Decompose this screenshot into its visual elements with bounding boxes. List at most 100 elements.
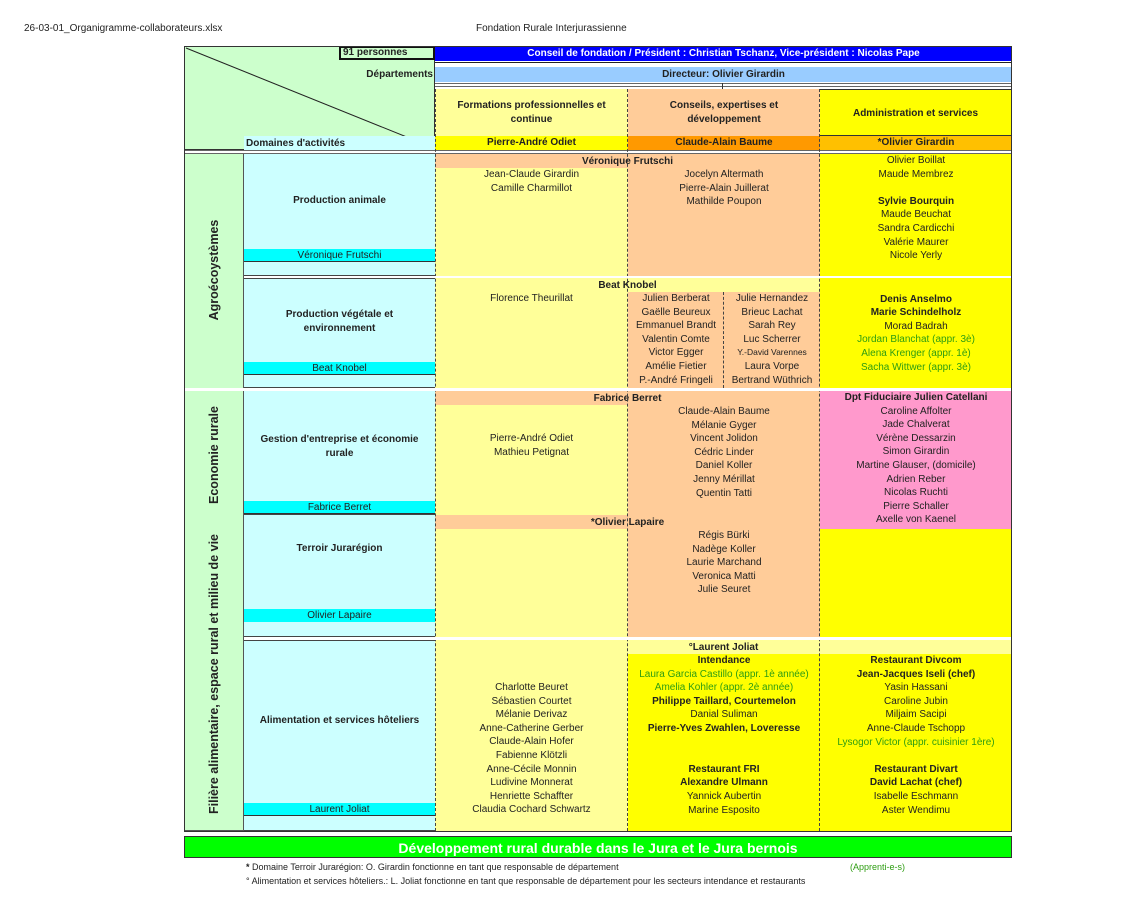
column-divider (435, 89, 436, 831)
conseils-list: Claude-Alain Baume Mélanie Gyger Vincent… (628, 405, 820, 500)
admin-list: Olivier Boillat Maude Membrez Sylvie Bou… (820, 154, 1012, 263)
dept-formation-head: Pierre-André Odiet (435, 136, 628, 150)
conseils-list: Jocelyn Altermath Pierre-Alain Juillerat… (628, 168, 820, 209)
dept-admin-head: *Olivier Girardin (820, 136, 1012, 150)
person: Fabienne Klötzli (495, 749, 568, 761)
domain-name: Gestion d'entreprise et économie rurale (260, 434, 419, 459)
person: Valentin Comte (642, 333, 710, 345)
separator (435, 83, 1012, 87)
person: Olivier Boillat (886, 155, 946, 166)
domain-name: Production animale (293, 195, 386, 206)
person: Régis Bürki (698, 530, 750, 541)
column-divider (819, 89, 820, 831)
person: Sarah Rey (748, 320, 796, 332)
file-name: 26-03-01_Organigramme-collaborateurs.xls… (24, 23, 223, 34)
person: Jenny Mérillat (693, 473, 755, 485)
person: Caroline Affolter (880, 405, 952, 417)
apprentice: Alena Krenger (appr. 1è) (861, 347, 971, 359)
apprentice: Jordan Blanchat (appr. 3è) (857, 334, 975, 346)
people-count: 91 personnes (339, 46, 435, 60)
footer-banner: Développement rural durable dans le Jura… (184, 836, 1012, 858)
cell-bg (628, 391, 820, 515)
apprentice: Lysogor Victor (appr. cuisinier 1ère) (837, 736, 995, 748)
person: Claude-Alain Baume (678, 406, 770, 417)
person: David Lachat (chef) (869, 777, 963, 789)
domain-lead: Fabrice Berret (244, 501, 435, 514)
formation-list: Pierre-André Odiet Mathieu Petignat (435, 432, 628, 459)
person: Martine Glauser, (domicile) (856, 459, 976, 471)
column-divider (723, 292, 724, 388)
conseils-list-left: Julien Berberat Gaëlle Beureux Emmanuel … (628, 292, 724, 387)
cell-bg (435, 154, 628, 276)
apprentices-legend: (Apprenti-e-s) (850, 862, 906, 872)
person: Claudia Cochard Schwartz (472, 804, 591, 816)
axis-economie-filiere (184, 391, 244, 831)
person: Camille Charmillot (490, 182, 573, 194)
admin-fiduciaire-list: Dpt Fiduciaire Julien Catellani Caroline… (820, 391, 1012, 527)
council-bar: Conseil de fondation / Président : Chris… (435, 46, 1012, 61)
person: Charlotte Beuret (495, 682, 568, 693)
column-divider (627, 89, 628, 831)
person: Pierre Schaller (883, 500, 949, 512)
domain-lead: Laurent Joliat (244, 803, 435, 816)
axis-label: Agroécoystèmes (207, 219, 221, 321)
conseils-list: Régis Bürki Nadège Koller Laurie Marchan… (628, 529, 820, 597)
person: Jean-Jacques Iseli (chef) (856, 668, 976, 680)
person: Mélanie Gyger (691, 419, 757, 431)
cell-bg (820, 529, 1012, 637)
person: Danial Suliman (690, 709, 758, 721)
person (820, 749, 1012, 763)
person: Bertrand Wüthrich (731, 374, 813, 386)
cell-bg (435, 391, 628, 515)
person (628, 749, 820, 763)
person: Victor Egger (648, 347, 704, 359)
dept-admin-header: Administration et services (820, 89, 1012, 136)
person: Mathieu Petignat (493, 446, 570, 458)
domains-label: Domaines d'activités (246, 138, 346, 149)
person: Daniel Koller (695, 460, 753, 472)
domain-lead: Véronique Frutschi (244, 249, 435, 262)
organization-name: Fondation Rurale Interjurassienne (476, 23, 627, 34)
person: Mathilde Poupon (686, 196, 762, 208)
person: Philippe Taillard, Courtemelon (652, 695, 796, 707)
cell-bg (628, 515, 820, 637)
banner-bg (435, 640, 1012, 654)
admin-list: Denis Anselmo Marie Schindelholz Morad B… (820, 279, 1012, 374)
person: Emmanuel Brandt (635, 320, 717, 332)
section-title: Restaurant Divart (874, 763, 958, 775)
domain-name: Production végétale et environnement (285, 309, 394, 334)
person: Vincent Jolidon (690, 433, 758, 445)
person: Y.-David Varennes (737, 347, 807, 358)
person: Laurie Marchand (686, 557, 762, 569)
person: Claude-Alain Hofer (489, 736, 574, 748)
person: Gaëlle Beureux (641, 306, 711, 318)
person: Caroline Jubin (884, 695, 948, 707)
section-title: Restaurant FRI (688, 763, 760, 775)
cell-bg (820, 154, 1012, 276)
person: Sébastien Courtet (491, 695, 572, 707)
cell-bg (435, 515, 628, 637)
person: Adrien Reber (886, 473, 946, 485)
person: Valérie Maurer (883, 236, 949, 248)
separator (435, 637, 1012, 640)
person: Ludivine Monnerat (490, 777, 573, 789)
cell-bg (628, 154, 820, 276)
person: Axelle von Kaenel (875, 514, 957, 526)
domain-name: Terroir Jurarégion (296, 543, 383, 554)
apprentice: Sacha Wittwer (appr. 3è) (860, 361, 972, 373)
person: Julien Berberat (642, 293, 710, 304)
cell-bg (820, 391, 1012, 529)
separator (435, 276, 1012, 278)
cell-bg (820, 654, 1012, 831)
cell-bg (435, 654, 628, 831)
person (820, 181, 1012, 195)
separator (435, 62, 1012, 63)
person: Anne-Claude Tschopp (866, 722, 966, 734)
conseils-intendance-list: Intendance Laura Garcia Castillo (appr. … (628, 654, 820, 817)
person: Nicolas Ruchti (884, 487, 948, 499)
person: Henriette Schaffter (489, 790, 574, 802)
domain-name: Alimentation et services hôteliers (259, 715, 420, 726)
person: Mélanie Derivaz (495, 709, 568, 721)
person: Maude Membrez (878, 168, 954, 180)
separator (184, 388, 1012, 391)
